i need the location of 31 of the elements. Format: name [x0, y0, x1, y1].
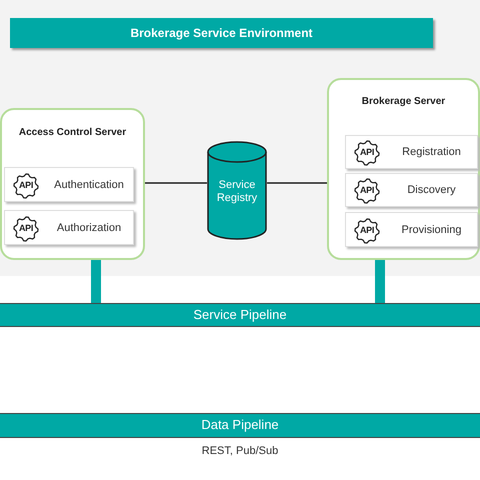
node-label: Service Registry	[216, 179, 258, 205]
connector-bar	[375, 260, 385, 303]
connector-line	[267, 182, 327, 184]
pipeline-bar	[0, 303, 480, 327]
group-title: Access Control Server	[18, 127, 128, 138]
icon-label: API	[358, 225, 376, 235]
api-service-box	[345, 135, 478, 169]
group-title: Brokerage Server	[360, 96, 446, 107]
server-group	[327, 78, 480, 260]
connector-bar	[91, 260, 101, 303]
icon-label: API	[358, 147, 376, 157]
connector-line	[145, 182, 207, 184]
pipeline-label: Service Pipeline	[192, 307, 288, 322]
environment-panel	[0, 0, 480, 276]
api-service-box	[4, 210, 134, 245]
icon-label: API	[18, 180, 34, 190]
api-service-box	[4, 167, 134, 202]
pipeline-bar	[0, 413, 480, 438]
icon-label: API	[18, 223, 34, 233]
pipeline-label: Data Pipeline	[200, 417, 280, 432]
server-group	[0, 108, 145, 260]
icon-label: API	[358, 185, 376, 195]
api-service-box	[345, 212, 478, 247]
note-text: REST, Pub/Sub	[200, 445, 280, 457]
service-label: Discovery	[406, 184, 457, 196]
api-service-box	[345, 173, 478, 207]
panel-title: Brokerage Service Environment	[10, 18, 433, 48]
service-label: Registration	[401, 146, 462, 158]
service-label: Authentication	[53, 179, 125, 191]
service-label: Authorization	[56, 222, 122, 234]
service-label: Provisioning	[400, 224, 462, 236]
